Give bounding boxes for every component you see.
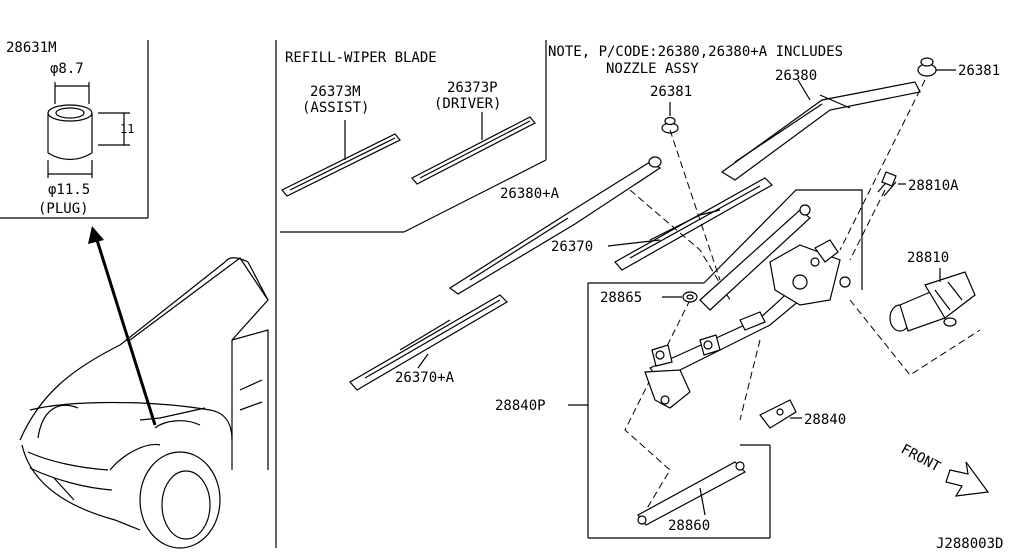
refill-assist-part-number: 26373M bbox=[310, 84, 361, 100]
cap-left bbox=[661, 102, 679, 134]
plug-inner-diameter: φ8.7 bbox=[50, 61, 84, 77]
label-blade-right: 26370 bbox=[551, 239, 593, 255]
bushing bbox=[682, 291, 698, 303]
refill-assist-blade bbox=[281, 120, 401, 197]
label-motor: 28810 bbox=[907, 250, 949, 266]
connecting-rod bbox=[637, 461, 746, 526]
bracket bbox=[759, 399, 802, 429]
refill-frame bbox=[280, 40, 547, 233]
label-cap-right: 26381 bbox=[958, 63, 1000, 79]
label-bolt: 28810A bbox=[908, 178, 959, 194]
right-wiper-arm bbox=[720, 81, 921, 181]
front-arrow-icon bbox=[945, 461, 990, 497]
car-front-illustration bbox=[19, 257, 269, 549]
label-linkage-assy: 28840P bbox=[495, 398, 546, 414]
left-wiper-arm bbox=[448, 156, 662, 295]
wiper-motor bbox=[889, 268, 976, 332]
leader-blade-left bbox=[417, 353, 429, 369]
refill-assist-name: (ASSIST) bbox=[302, 100, 369, 116]
plug-part-number: 28631M bbox=[6, 40, 57, 56]
cap-right bbox=[917, 57, 956, 77]
right-wiper-blade bbox=[614, 177, 773, 271]
plug-name: (PLUG) bbox=[38, 201, 89, 217]
note-line-2: NOZZLE ASSY bbox=[606, 61, 699, 77]
leader-blade-right bbox=[607, 239, 661, 247]
leader-arm-right bbox=[797, 79, 811, 101]
label-cap-left: 26381 bbox=[650, 84, 692, 100]
bolt bbox=[877, 171, 906, 197]
diagram-code: J288003D bbox=[936, 536, 1003, 552]
refill-driver-part-number: 26373P bbox=[447, 80, 498, 96]
label-arm-left: 26380+A bbox=[500, 186, 560, 202]
plug-height: 11 bbox=[120, 122, 134, 136]
left-wiper-blade bbox=[349, 294, 508, 391]
linkage-assembly bbox=[644, 204, 851, 409]
plug-location-arrow bbox=[88, 226, 157, 426]
refill-driver-blade bbox=[411, 112, 536, 185]
label-bushing: 28865 bbox=[600, 290, 642, 306]
label-bracket: 28840 bbox=[804, 412, 846, 428]
plug-drawing bbox=[47, 82, 130, 178]
plug-outer-diameter: φ11.5 bbox=[48, 182, 90, 198]
label-blade-left: 26370+A bbox=[395, 370, 455, 386]
label-arm-right: 26380 bbox=[775, 68, 817, 84]
linkage-frame bbox=[587, 189, 863, 539]
plug-inset-frame bbox=[0, 40, 149, 219]
label-rod: 28860 bbox=[668, 518, 710, 534]
refill-title: REFILL-WIPER BLADE bbox=[285, 50, 437, 66]
front-label: FRONT bbox=[898, 441, 943, 475]
note-line-1: NOTE, P/CODE:26380,26380+A INCLUDES bbox=[548, 44, 843, 60]
refill-driver-name: (DRIVER) bbox=[434, 96, 501, 112]
